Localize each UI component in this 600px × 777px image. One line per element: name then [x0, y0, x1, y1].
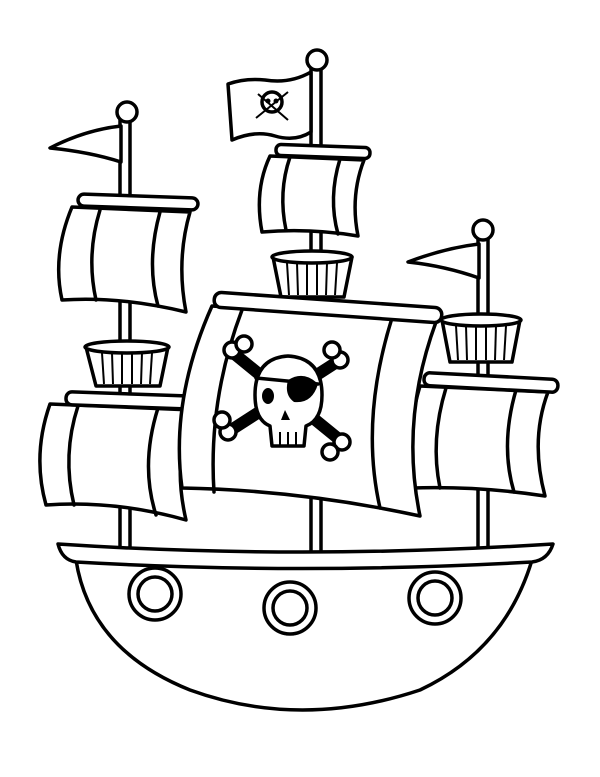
skull-and-crossbones [212, 334, 352, 462]
pennant-flag-left [48, 124, 123, 164]
crows-nest-middle [270, 249, 354, 299]
sail-left-upper [56, 192, 200, 314]
sail-right [407, 371, 560, 498]
crows-nest-left [83, 339, 171, 388]
portholes [127, 566, 463, 636]
crows-nest-right [439, 312, 523, 364]
sail-middle-upper [257, 142, 372, 238]
pennant-flag-right [406, 242, 481, 280]
skull-flag [226, 70, 313, 142]
sail-left-lower [38, 390, 200, 522]
